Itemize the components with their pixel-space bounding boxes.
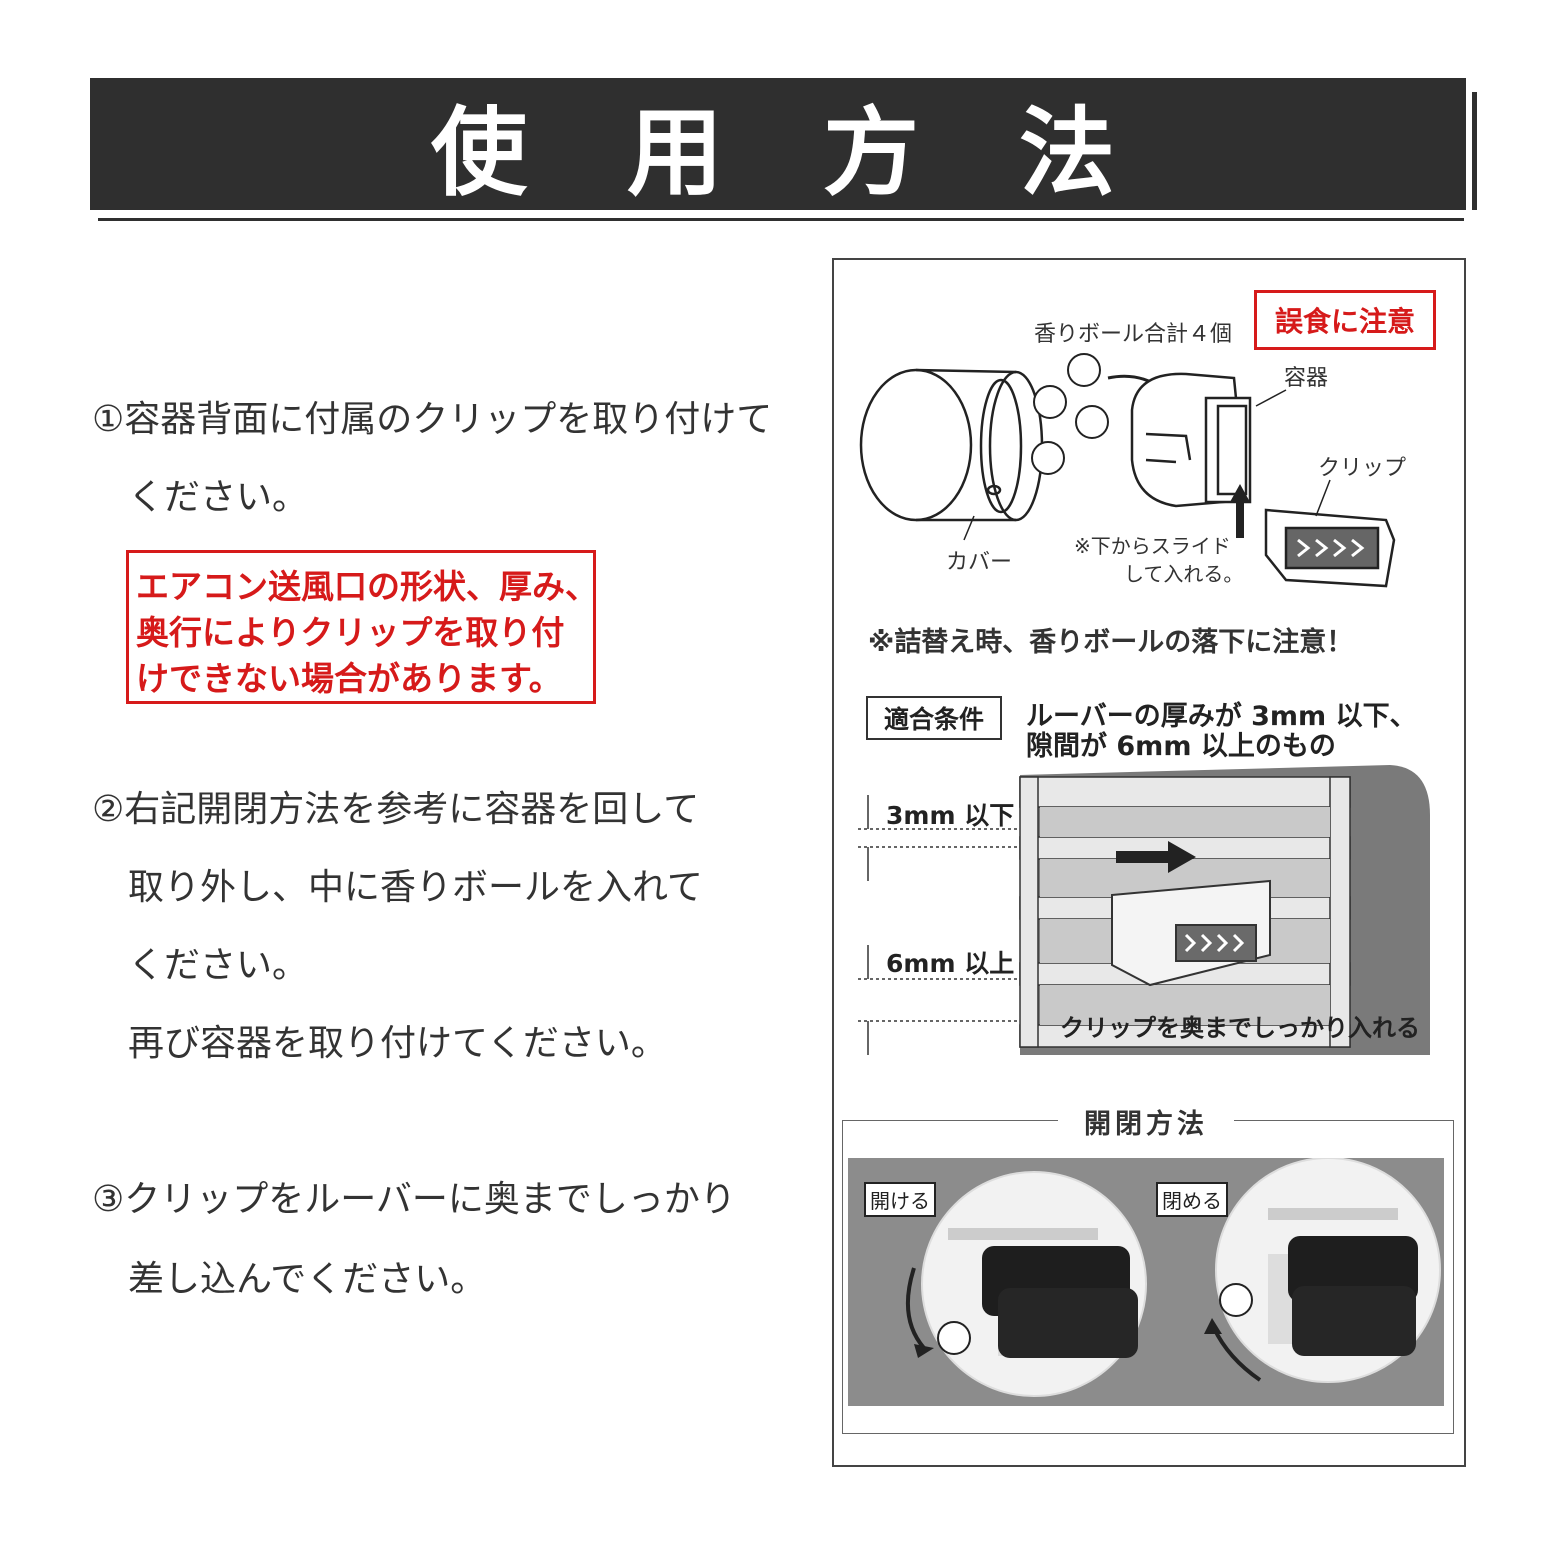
slide-note-line2: して入れる。 [1124, 562, 1244, 586]
warning-line1: エアコン送風口の形状、厚み、 [136, 567, 598, 606]
push-arrow [1116, 851, 1170, 863]
cover-illustration [859, 368, 1044, 522]
step2-line3: ください。 [128, 945, 309, 986]
page-title: 使 用 方 法 [90, 78, 1466, 210]
clip-illustration [1264, 508, 1396, 588]
warning-box [126, 550, 596, 704]
dimension-guides [858, 828, 1020, 1022]
condition-tag: 適合条件 [866, 696, 1002, 740]
clip-label: クリップ [1318, 456, 1407, 481]
product-exploded-illustration [859, 353, 1396, 588]
open-close-illustration [905, 1158, 1441, 1397]
thickness-dimension: 3mm 以下 [886, 801, 1015, 830]
close-tag: 閉める [1156, 1182, 1228, 1217]
push-arrow-head [1168, 841, 1196, 873]
warning-line2: 奥行によりクリップを取り付 [136, 613, 565, 652]
close-container [1204, 1158, 1441, 1383]
step2-line4: 再び容器を取り付けてください。 [128, 1023, 667, 1064]
step2-line1: ②右記開閉方法を参考に容器を回して [92, 789, 700, 830]
step2-line2: 取り外し、中に香りボールを入れて [128, 867, 703, 908]
open-rotate-arrow [905, 1267, 926, 1350]
header-bar [90, 78, 1466, 210]
header-side-bar [1472, 92, 1477, 210]
title-char: 方 [823, 96, 929, 209]
condition-line1: ルーバーの厚みが 3mm 以下、 [1026, 701, 1417, 732]
container-illustration [1130, 372, 1252, 508]
step3-line1: ③クリップをルーバーに奥までしっかり [92, 1179, 736, 1220]
open-close-title: 開閉方法 [1084, 1109, 1208, 1140]
clip-in-vent [1111, 879, 1271, 987]
slide-note-line1: ※下からスライド [1074, 534, 1231, 558]
balls-label: 香りボール合計４個 [1034, 322, 1233, 347]
title-char: 使 [431, 96, 537, 209]
condition-line2: 隙間が 6mm 以上のもの [1026, 731, 1336, 762]
gap-dimension: 6mm 以上 [886, 949, 1015, 978]
step1-line2: ください。 [128, 477, 309, 518]
title-char: 法 [1019, 96, 1125, 209]
step3-line2: 差し込んでください。 [128, 1259, 487, 1300]
header-underline [98, 218, 1464, 221]
slide-arrow [1236, 500, 1244, 538]
step1-line1: ①容器背面に付属のクリップを取り付けて [92, 399, 773, 440]
warning-line3: けできない場合があります。 [136, 659, 562, 698]
open-container [905, 1171, 1147, 1397]
refill-caution: ※詰替え時、香りボールの落下に注意！ [868, 627, 1354, 658]
open-close-title-bg [1058, 1100, 1234, 1140]
vent-illustration [858, 765, 1430, 1055]
container-label: 容器 [1284, 366, 1329, 391]
open-tag: 開ける [864, 1182, 936, 1217]
clip-push-note: クリップを奥までしっかり入れる [1060, 1014, 1420, 1042]
aroma-balls [1031, 353, 1109, 475]
choking-warning-badge: 誤食に注意 [1254, 290, 1436, 350]
title-char: 用 [627, 96, 733, 209]
slide-arrow-head [1230, 484, 1250, 502]
cover-label: カバー [946, 550, 1013, 575]
